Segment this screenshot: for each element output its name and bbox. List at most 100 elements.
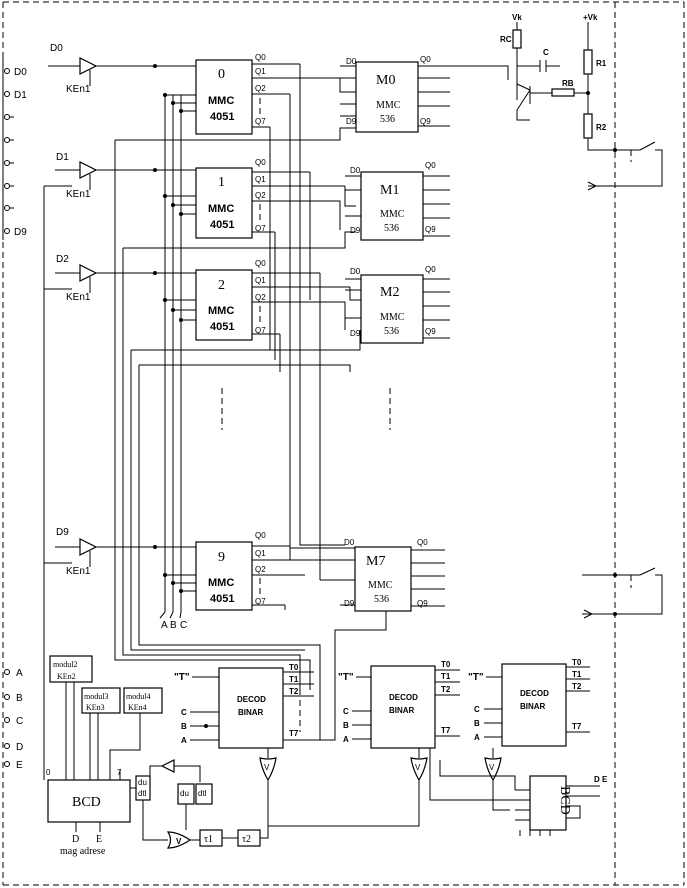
label-d-in: D xyxy=(16,742,23,753)
svg-text:1: 1 xyxy=(218,175,225,190)
svg-text:B: B xyxy=(181,722,187,731)
svg-text:V: V xyxy=(264,763,270,772)
svg-text:Q9: Q9 xyxy=(420,117,431,126)
svg-text:+Vk: +Vk xyxy=(583,13,598,22)
terminal-d9[interactable] xyxy=(4,228,10,234)
svg-text:536: 536 xyxy=(384,223,399,234)
buffer-d1: D1 KEn1 xyxy=(55,152,98,200)
svg-text:Q0: Q0 xyxy=(417,538,428,547)
svg-text:D1: D1 xyxy=(56,152,69,163)
mux-2[interactable]: 2 MMC 4051 Q0 Q1 Q2 Q7 xyxy=(195,259,266,341)
svg-text:"T": "T" xyxy=(338,672,354,683)
mem-m1[interactable]: M1 MMC 536 D0 D9 Q0 Q9 xyxy=(350,161,436,241)
terminal-b[interactable] xyxy=(4,694,10,700)
mux-1[interactable]: 1 MMC 4051 Q0 Q1 Q2 Q7 xyxy=(195,158,266,239)
svg-text:MMC: MMC xyxy=(208,203,234,215)
svg-text:du: du xyxy=(180,789,189,798)
svg-text:A: A xyxy=(181,736,187,745)
terminal-d1[interactable] xyxy=(4,91,10,97)
label-d9-in: D9 xyxy=(14,227,27,238)
relay-contacts xyxy=(582,141,663,619)
bcd-left[interactable]: BCD 0 7 D E mag adrese xyxy=(46,768,131,857)
mem-m7[interactable]: M7 MMC 536 D0 D9 Q0 Q9 xyxy=(344,538,428,612)
label-a-in: A xyxy=(16,668,23,679)
svg-text:Q0: Q0 xyxy=(255,259,266,268)
svg-text:BCD: BCD xyxy=(72,795,101,810)
svg-text:Q9: Q9 xyxy=(417,599,428,608)
svg-text:DECOD: DECOD xyxy=(389,693,418,702)
svg-text:Q0: Q0 xyxy=(255,158,266,167)
svg-text:BINAR: BINAR xyxy=(238,708,264,717)
terminal-d[interactable] xyxy=(4,743,10,749)
svg-text:T1: T1 xyxy=(572,670,582,679)
decoder-2[interactable]: DECOD BINAR "T" T0 T1 T2 T7 C B A xyxy=(338,660,460,749)
svg-text:mag adrese: mag adrese xyxy=(60,846,106,857)
svg-text:MMC: MMC xyxy=(208,95,234,107)
mem-m0[interactable]: M0 MMC 536 D0 D9 Q0 Q9 xyxy=(346,55,431,133)
svg-text:D0: D0 xyxy=(350,267,361,276)
svg-text:M1: M1 xyxy=(380,183,399,198)
svg-text:KEn2: KEn2 xyxy=(57,672,76,681)
terminal-c[interactable] xyxy=(4,717,10,723)
or-gate-2: V xyxy=(268,748,428,827)
terminal-e[interactable] xyxy=(4,761,10,767)
svg-text:Q7: Q7 xyxy=(255,597,266,606)
svg-text:T1: T1 xyxy=(441,672,451,681)
svg-text:4051: 4051 xyxy=(210,593,234,605)
label-d1-in: D1 xyxy=(14,90,27,101)
svg-text:536: 536 xyxy=(374,594,389,605)
svg-text:4051: 4051 xyxy=(210,321,234,333)
svg-text:A: A xyxy=(474,733,480,742)
terminal-a[interactable] xyxy=(4,669,10,675)
svg-text:T0: T0 xyxy=(289,663,299,672)
svg-text:Q1: Q1 xyxy=(255,175,266,184)
bcd-right[interactable]: BCD D E xyxy=(429,748,608,836)
svg-text:D E: D E xyxy=(594,775,608,784)
svg-text:4051: 4051 xyxy=(210,111,234,123)
svg-text:Q0: Q0 xyxy=(425,161,436,170)
svg-text:MMC: MMC xyxy=(368,580,393,591)
mux-9[interactable]: 9 MMC 4051 Q0 Q1 Q2 Q7 xyxy=(195,531,266,611)
svg-text:Q1: Q1 xyxy=(255,276,266,285)
decoder-1[interactable]: DECOD BINAR "T" T0 T1 T2 T7 C B A xyxy=(174,663,314,749)
svg-text:DECOD: DECOD xyxy=(520,689,549,698)
terminal-d0[interactable] xyxy=(4,68,10,74)
svg-text:Q1: Q1 xyxy=(255,549,266,558)
svg-text:4051: 4051 xyxy=(210,219,234,231)
svg-text:R2: R2 xyxy=(596,123,607,132)
module-4: modul4 KEn4 xyxy=(123,687,163,714)
svg-text:T2: T2 xyxy=(572,682,582,691)
svg-text:Q0: Q0 xyxy=(425,265,436,274)
svg-text:KEn1: KEn1 xyxy=(66,84,91,95)
decoder-3[interactable]: DECOD BINAR "T" T0 T1 T2 T7 C B A xyxy=(468,658,590,747)
svg-text:B: B xyxy=(343,721,349,730)
svg-text:0: 0 xyxy=(46,768,51,777)
svg-text:T7: T7 xyxy=(441,726,451,735)
svg-text:modul2: modul2 xyxy=(53,660,77,669)
svg-text:536: 536 xyxy=(384,326,399,337)
mem-m2[interactable]: M2 MMC 536 D0 D9 Q0 Q9 xyxy=(350,265,436,344)
svg-text:T1: T1 xyxy=(289,675,299,684)
svg-text:MMC: MMC xyxy=(208,305,234,317)
svg-text:T0: T0 xyxy=(441,660,451,669)
label-d0-in: D0 xyxy=(14,67,27,78)
svg-text:Q2: Q2 xyxy=(255,293,266,302)
svg-text:KEn3: KEn3 xyxy=(86,703,105,712)
module-3: modul3 KEn3 xyxy=(81,687,121,714)
mux-0[interactable]: 0 MMC 4051 Q0 Q1 Q2 Q7 xyxy=(195,53,266,135)
svg-text:C: C xyxy=(343,707,349,716)
svg-text:M7: M7 xyxy=(366,554,385,569)
svg-text:V: V xyxy=(176,837,182,846)
svg-text:T2: T2 xyxy=(289,687,299,696)
svg-text:V: V xyxy=(415,763,421,772)
svg-text:D0: D0 xyxy=(344,538,355,547)
svg-text:KEn4: KEn4 xyxy=(128,703,147,712)
svg-text:T7: T7 xyxy=(572,722,582,731)
svg-text:B: B xyxy=(170,620,177,631)
svg-text:BINAR: BINAR xyxy=(520,702,546,711)
transistor-driver: Vk +Vk RC C RB R1 R2 xyxy=(500,13,615,151)
svg-text:DECOD: DECOD xyxy=(237,695,266,704)
svg-text:dtl: dtl xyxy=(138,789,147,798)
